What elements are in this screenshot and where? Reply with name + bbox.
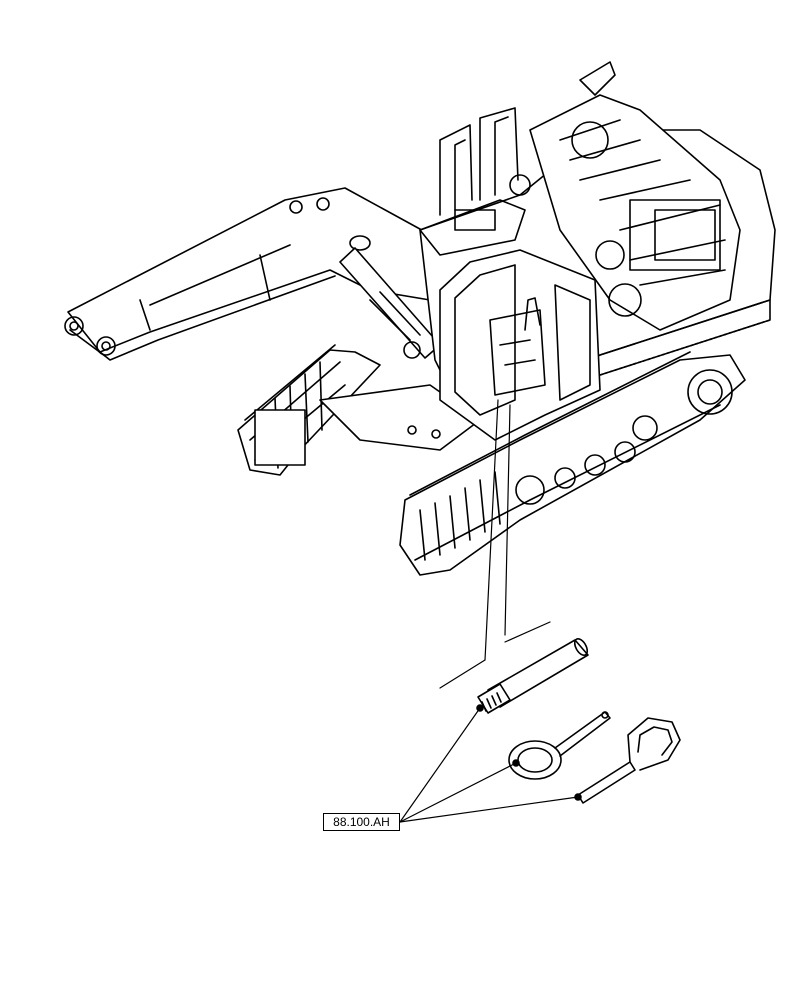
handrails [439, 107, 519, 231]
tool-ring-spanner [508, 711, 611, 780]
leader-line-cab [439, 399, 551, 689]
boom [64, 187, 471, 361]
tool-filter-wrench [574, 717, 681, 804]
engine-compartment [509, 61, 741, 331]
callout-leader-lines [399, 707, 579, 823]
right-track [399, 351, 746, 576]
part-callout-label: 88.100.AH [323, 813, 400, 831]
undercarriage [319, 384, 481, 451]
boom-cylinder [339, 247, 441, 359]
tool-bar [476, 638, 589, 714]
left-track [237, 344, 381, 476]
cab [439, 249, 601, 441]
